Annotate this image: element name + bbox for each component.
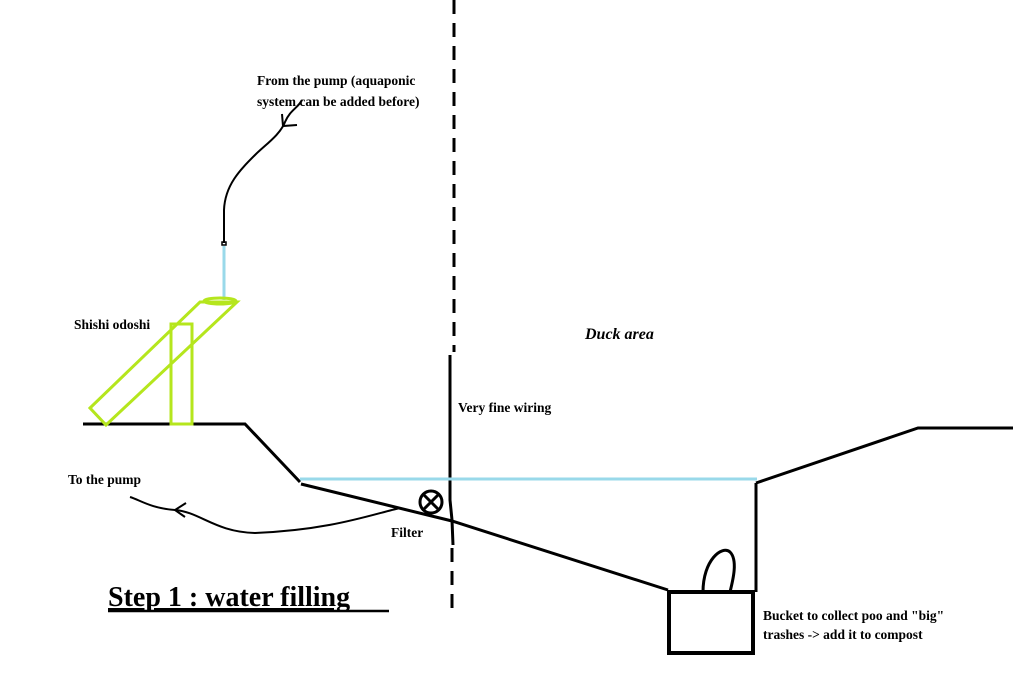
ground-right: [755, 426, 1013, 485]
bucket-label-1: Bucket to collect poo and "big": [763, 608, 944, 623]
to-pump-label: To the pump: [68, 472, 141, 487]
from-pump-label-1: From the pump (aquaponic: [257, 73, 415, 88]
shishi-odoshi-label: Shishi odoshi: [74, 317, 150, 332]
bucket: [667, 590, 755, 655]
ground-left: [83, 422, 302, 484]
duck-area-label: Duck area: [584, 326, 654, 343]
from-pump-arrow: [223, 99, 303, 243]
arrowhead-icon: [281, 113, 298, 128]
from-pump-label-2: system can be added before): [257, 94, 420, 109]
shishi-odoshi-opening: [202, 296, 238, 306]
pond-bottom: [300, 482, 669, 592]
step-title: Step 1 : water filling: [108, 582, 350, 613]
shishi-odoshi-post: [169, 322, 194, 426]
very-fine-wiring-label: Very fine wiring: [458, 400, 551, 415]
bucket-label-2: trashes -> add it to compost: [763, 627, 923, 642]
fine-wiring-fence: [448, 355, 455, 546]
bucket-handle: [701, 548, 736, 593]
pipe-nozzle: [221, 241, 227, 246]
filter-icon: [418, 489, 444, 515]
to-pump-arrow: [129, 496, 401, 535]
filter-label: Filter: [391, 525, 423, 540]
arrowhead-icon: [173, 502, 187, 518]
